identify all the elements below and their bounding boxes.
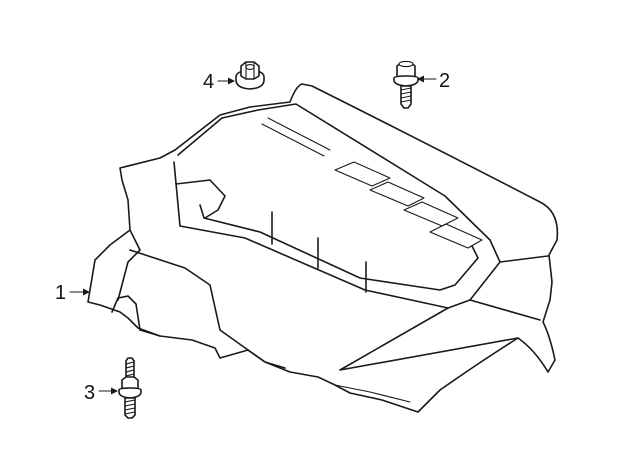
callout-1: 1 xyxy=(55,282,90,304)
engine-cover-channel-floor xyxy=(175,179,226,219)
engine-cover-left-skirt xyxy=(117,229,141,301)
nut xyxy=(235,61,265,90)
engine-cover-lower-edge-2 xyxy=(334,384,411,403)
nut-hole xyxy=(245,64,255,70)
callout-4-arrowhead xyxy=(228,77,235,85)
bolt-head-top xyxy=(398,60,414,68)
engine-cover-lower-edge xyxy=(139,329,286,369)
engine-cover-channel-inner xyxy=(199,204,479,291)
callout-1-arrowhead xyxy=(83,288,90,296)
engine-cover-slot-3 xyxy=(369,181,425,207)
nut-edge xyxy=(245,61,255,80)
bolt xyxy=(393,60,419,109)
bolt-flange xyxy=(393,75,419,87)
stud-flange xyxy=(118,387,142,399)
callout-2-number: 2 xyxy=(439,70,450,92)
stud xyxy=(118,357,142,419)
callout-4: 4 xyxy=(203,71,235,93)
engine-cover-front-crease xyxy=(129,249,249,351)
callout-4-number: 4 xyxy=(203,71,214,93)
callout-1-number: 1 xyxy=(55,282,66,304)
stud-lower-thread-lines xyxy=(124,399,136,415)
callout-3: 3 xyxy=(84,382,118,404)
engine-cover-right-fold xyxy=(339,255,549,371)
engine-cover-slot-5 xyxy=(429,223,483,249)
engine-cover-top-ridge xyxy=(177,103,491,241)
engine-cover-left-tab xyxy=(111,295,141,331)
callout-2: 2 xyxy=(417,70,450,92)
engine-cover-slot-2 xyxy=(334,161,391,187)
stud-upper-thread-lines xyxy=(125,361,135,377)
bolt-threads xyxy=(400,87,412,103)
engine-cover xyxy=(87,83,559,413)
callout-3-arrowhead xyxy=(111,387,118,395)
engine-cover-slot-4 xyxy=(403,201,459,227)
engine-cover-channel-outer xyxy=(173,161,501,309)
engine-cover-slot-1 xyxy=(261,117,331,157)
engine-cover-outline xyxy=(87,83,559,413)
callout-3-number: 3 xyxy=(84,382,95,404)
callout-2-arrowhead xyxy=(417,75,424,83)
